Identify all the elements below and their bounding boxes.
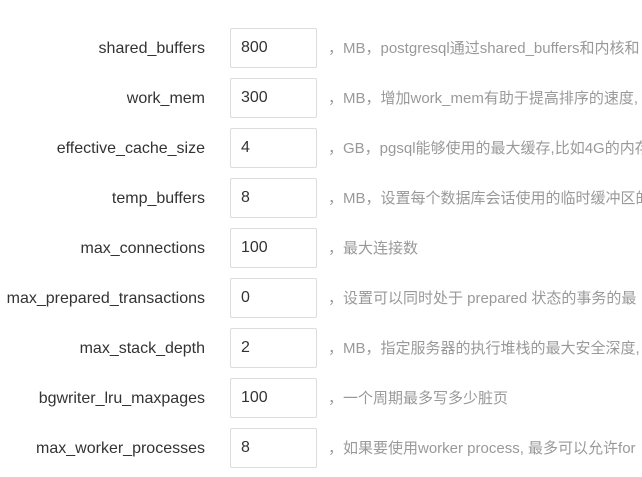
bgwriter-lru-maxpages-input[interactable] xyxy=(230,378,317,418)
setting-hint: ，MB，postgresql通过shared_buffers和内核和 xyxy=(328,40,640,57)
setting-hint: ，GB，pgsql能够使用的最大缓存,比如4G的内存 xyxy=(328,140,642,157)
max-prepared-transactions-input[interactable] xyxy=(230,278,317,318)
setting-label: max_prepared_transactions xyxy=(6,290,205,307)
setting-row-temp-buffers: temp_buffers ，MB，设置每个数据库会话使用的临时缓冲区的 xyxy=(0,175,642,225)
max-worker-processes-input[interactable] xyxy=(230,428,317,468)
setting-label: max_worker_processes xyxy=(36,440,205,457)
setting-label: work_mem xyxy=(126,90,205,107)
setting-row-max-stack-depth: max_stack_depth ，MB，指定服务器的执行堆栈的最大安全深度, xyxy=(0,325,642,375)
setting-hint: ，MB，指定服务器的执行堆栈的最大安全深度, xyxy=(328,340,640,357)
settings-form: shared_buffers ，MB，postgresql通过shared_bu… xyxy=(0,25,642,475)
max-connections-input[interactable] xyxy=(230,228,317,268)
shared-buffers-input[interactable] xyxy=(230,28,317,68)
setting-row-work-mem: work_mem ，MB，增加work_mem有助于提高排序的速度, xyxy=(0,75,642,125)
setting-label: max_connections xyxy=(80,240,205,257)
max-stack-depth-input[interactable] xyxy=(230,328,317,368)
setting-label: shared_buffers xyxy=(98,40,205,57)
setting-label: effective_cache_size xyxy=(56,140,205,157)
setting-row-shared-buffers: shared_buffers ，MB，postgresql通过shared_bu… xyxy=(0,25,642,75)
setting-hint: ，设置可以同时处于 prepared 状态的事务的最 xyxy=(328,290,637,307)
setting-hint: ，MB，增加work_mem有助于提高排序的速度, xyxy=(328,90,639,107)
setting-row-max-connections: max_connections ，最大连接数 xyxy=(0,225,642,275)
setting-label: bgwriter_lru_maxpages xyxy=(38,390,205,407)
setting-hint: ，MB，设置每个数据库会话使用的临时缓冲区的 xyxy=(328,190,642,207)
setting-hint: ，一个周期最多写多少脏页 xyxy=(328,390,509,407)
setting-label: max_stack_depth xyxy=(79,340,205,357)
temp-buffers-input[interactable] xyxy=(230,178,317,218)
setting-row-effective-cache-size: effective_cache_size ，GB，pgsql能够使用的最大缓存,… xyxy=(0,125,642,175)
setting-row-bgwriter-lru-maxpages: bgwriter_lru_maxpages ，一个周期最多写多少脏页 xyxy=(0,375,642,425)
work-mem-input[interactable] xyxy=(230,78,317,118)
setting-hint: ，最大连接数 xyxy=(328,240,419,257)
setting-label: temp_buffers xyxy=(111,190,205,207)
effective-cache-size-input[interactable] xyxy=(230,128,317,168)
setting-row-max-prepared-transactions: max_prepared_transactions ，设置可以同时处于 prep… xyxy=(0,275,642,325)
setting-hint: ，如果要使用worker process, 最多可以允许for xyxy=(328,440,636,457)
setting-row-max-worker-processes: max_worker_processes ，如果要使用worker proces… xyxy=(0,425,642,475)
